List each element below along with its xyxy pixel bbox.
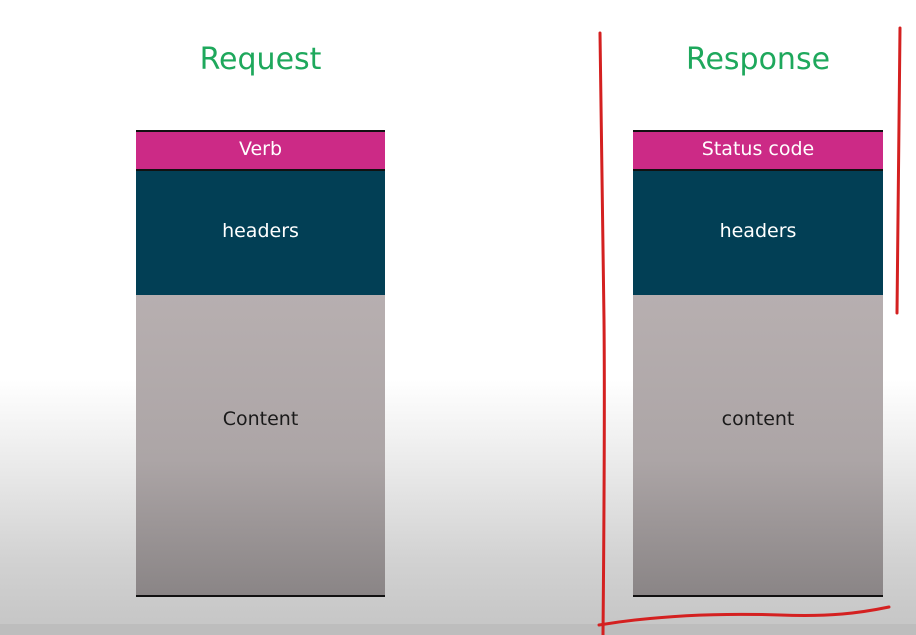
request-headers-segment: headers: [136, 171, 385, 295]
response-status-label: Status code: [701, 137, 815, 160]
response-content-segment: content: [633, 295, 883, 595]
response-stack: Status code headers content: [633, 130, 883, 597]
request-content-label: Content: [222, 408, 299, 430]
response-headers-segment: headers: [633, 171, 883, 295]
response-title: Response: [685, 42, 831, 77]
ink-bottom-stroke: [597, 605, 891, 627]
response-content-label: content: [721, 408, 795, 430]
request-stack: Verb headers Content: [136, 130, 385, 597]
bottom-bar: [0, 624, 916, 635]
response-headers-label: headers: [719, 220, 797, 242]
request-title: Request: [199, 42, 322, 77]
request-verb-label: Verb: [238, 137, 283, 160]
request-headers-label: headers: [222, 220, 299, 242]
request-verb-segment: Verb: [136, 132, 385, 171]
ink-left-vertical-stroke: [598, 31, 606, 635]
ink-right-vertical-stroke: [895, 26, 902, 315]
request-content-segment: Content: [136, 295, 385, 595]
response-status-segment: Status code: [633, 132, 883, 171]
